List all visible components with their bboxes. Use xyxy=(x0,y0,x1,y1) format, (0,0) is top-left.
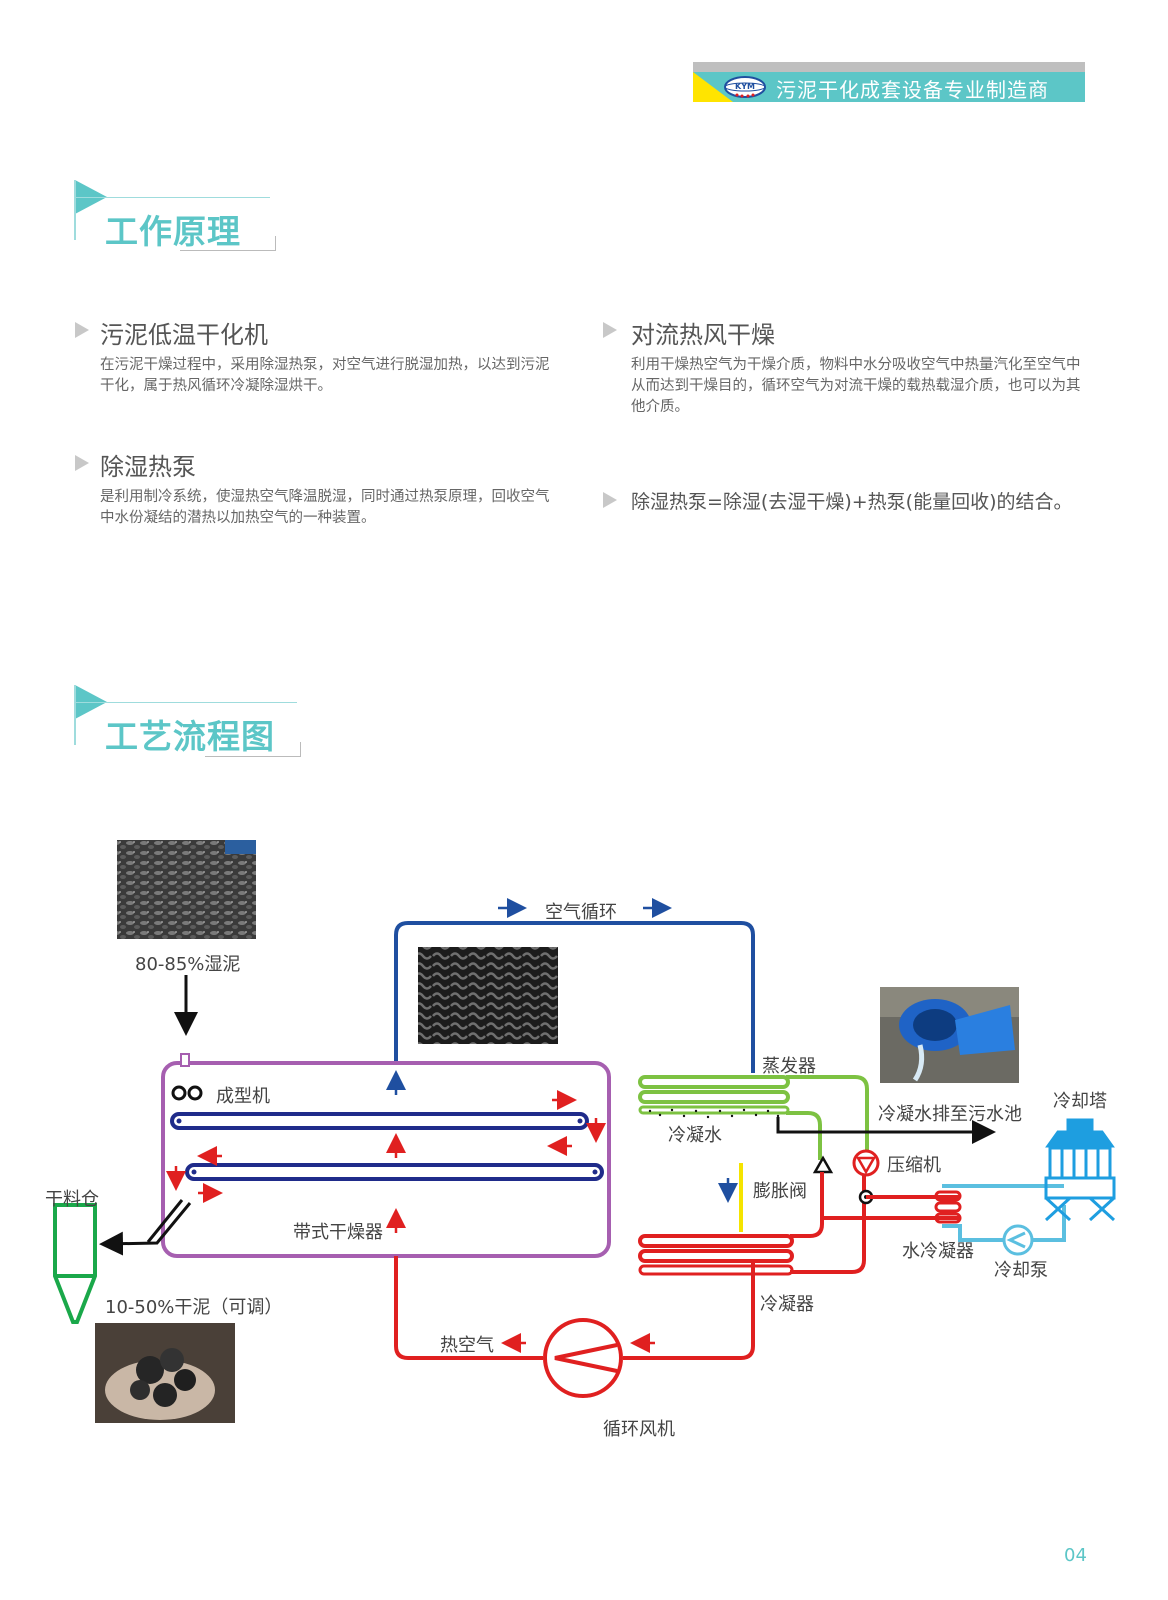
section-title-process: 工艺流程图 xyxy=(105,717,275,756)
section-divider xyxy=(205,742,301,757)
label-water-condenser: 水冷凝器 xyxy=(902,1241,974,1262)
label-evaporator: 蒸发器 xyxy=(762,1056,816,1077)
item-title: 污泥低温干化机 xyxy=(100,321,268,349)
wet-sludge-photo xyxy=(225,840,256,854)
label-belt-dryer: 带式干燥器 xyxy=(293,1222,383,1243)
label-condenser: 冷凝器 xyxy=(760,1294,814,1315)
conveyor-belt xyxy=(170,1112,589,1130)
discharge-chute xyxy=(99,1202,192,1256)
section-title-principle: 工作原理 xyxy=(105,212,241,251)
formula-text: 除湿热泵=除湿(去湿干燥)+热泵(能量回收)的结合。 xyxy=(631,491,1073,513)
wet-sludge-photo xyxy=(117,840,256,939)
hot-air-pipe xyxy=(394,1256,543,1360)
bullet-triangle-icon xyxy=(603,322,617,338)
label-compressor: 压缩机 xyxy=(887,1155,941,1176)
bullet-triangle-icon xyxy=(603,492,617,508)
label-circulation-fan: 循环风机 xyxy=(603,1419,675,1440)
section-divider xyxy=(75,702,297,703)
air-circulation-pipe xyxy=(394,921,755,1073)
expansion-valve-icon xyxy=(812,1155,834,1174)
hot-air-pipe xyxy=(623,1263,755,1360)
label-dry-bin: 干料仓 xyxy=(45,1189,99,1210)
header-top-strip xyxy=(693,62,1085,72)
item-title: 对流热风干燥 xyxy=(631,321,775,349)
forming-roller-icon xyxy=(187,1085,203,1101)
evaporator-coil xyxy=(638,1075,790,1089)
item-title: 除湿热泵 xyxy=(100,453,196,481)
page-number: 04 xyxy=(1064,1545,1087,1566)
label-condensate-drain: 冷凝水排至污水池 xyxy=(878,1104,1022,1125)
item-body: 是利用制冷系统，使湿热空气降温脱湿，同时通过热泵原理，回收空气中水份凝结的潜热以… xyxy=(100,489,550,526)
cooling-water-pipe xyxy=(1033,1205,1066,1242)
section-divider xyxy=(75,197,270,198)
label-cooling-tower: 冷却塔 xyxy=(1053,1091,1107,1112)
conveyor-belt xyxy=(185,1163,604,1181)
condenser-coil xyxy=(638,1264,794,1276)
condenser-coil xyxy=(638,1249,794,1263)
evaporator-coil xyxy=(638,1090,790,1104)
label-hot-air: 热空气 xyxy=(440,1335,494,1356)
dry-bin xyxy=(53,1203,97,1324)
label-air-cycle: 空气循环 xyxy=(545,902,617,923)
belt-dryer-box xyxy=(161,1061,611,1258)
header-brand-text: 污泥干化成套设备专业制造商 xyxy=(776,78,1049,102)
water-condenser-coil xyxy=(934,1201,962,1213)
label-wet-sludge: 80-85%湿泥 xyxy=(135,954,241,975)
evaporator-coil xyxy=(638,1105,790,1115)
label-forming-machine: 成型机 xyxy=(216,1086,270,1107)
cooling-water-pipe xyxy=(942,1224,1003,1242)
label-dry-sludge: 10-50%干泥（可调） xyxy=(105,1297,283,1318)
cooling-tower-icon xyxy=(1044,1118,1116,1222)
section-divider xyxy=(180,236,276,251)
condensate-drain-line xyxy=(776,1117,996,1144)
section-divider xyxy=(74,685,76,745)
bullet-triangle-icon xyxy=(75,322,89,338)
pellet-photo xyxy=(418,947,558,1044)
condensate-drops xyxy=(648,1108,780,1119)
label-expansion-valve: 膨胀阀 xyxy=(753,1181,807,1202)
label-cooling-pump: 冷却泵 xyxy=(994,1260,1048,1281)
water-condenser-coil xyxy=(934,1212,962,1224)
logo-text: KYM xyxy=(735,82,755,91)
item-body: 在污泥干燥过程中，采用除湿热泵，对空气进行脱湿加热，以达到污泥干化，属于热风循环… xyxy=(100,357,550,394)
bullet-triangle-icon xyxy=(75,455,89,471)
circulation-fan-icon xyxy=(543,1318,623,1398)
item-body: 利用干燥热空气为干燥介质，物料中水分吸收空气中热量汽化至空气中从而达到干燥目的，… xyxy=(631,357,1081,415)
section-divider xyxy=(74,180,76,240)
forming-roller-icon xyxy=(171,1085,187,1101)
water-condenser-coil xyxy=(934,1190,962,1202)
condenser-coil xyxy=(638,1234,794,1248)
dry-sludge-photo xyxy=(95,1323,235,1423)
feed-inlet xyxy=(180,1053,190,1067)
label-condensate: 冷凝水 xyxy=(668,1125,722,1146)
company-logo: KYM xyxy=(724,76,766,98)
drain-pipe-photo xyxy=(880,987,1019,1083)
